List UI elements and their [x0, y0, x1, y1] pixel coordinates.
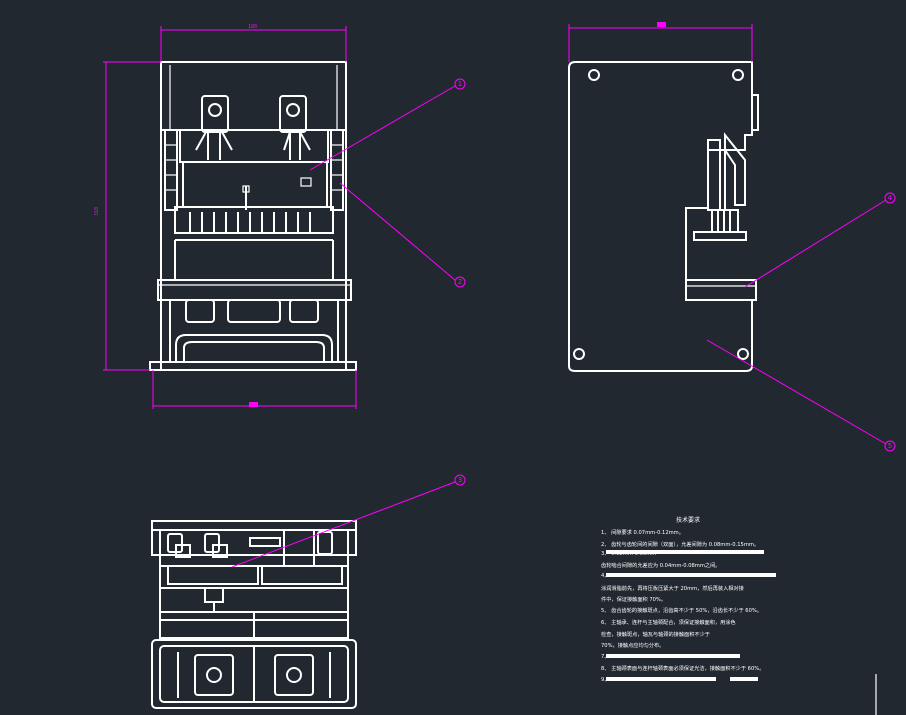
- balloon-3-label: 3: [458, 476, 462, 484]
- balloon-5[interactable]: 5: [884, 440, 896, 452]
- note-line: 3、 0.02mm-0.05mm: [601, 551, 656, 557]
- side-dimensions: [568, 22, 753, 62]
- balloon-2-label: 2: [458, 278, 462, 286]
- balloon-1-label: 1: [458, 80, 462, 88]
- front-dimensions: 180 310: [94, 24, 357, 409]
- technical-notes: 技术要求 1、 间隙要求 0.07mm-0.12mm。 2、 齿轮与齿轮间的间隙…: [601, 516, 776, 683]
- front-view: 180 310: [94, 24, 357, 409]
- note-redaction-bar: [606, 654, 740, 658]
- note-line: 4、 0.05mm: [601, 573, 633, 579]
- note-line: 1、 间隙要求 0.07mm-0.12mm。: [601, 528, 684, 536]
- balloon-3[interactable]: 3: [454, 474, 466, 486]
- balloon-4[interactable]: 4: [884, 192, 896, 204]
- front-base-dim-tag: [249, 402, 258, 407]
- side-width-dim-tag: [657, 22, 666, 27]
- note-line: 涂润滑脂前先，再将压板压紧大于 20mm，然后再装入相对接: [601, 584, 744, 592]
- note-line: 齿轮啮合间隙的允差应为 0.04mm-0.08mm之间。: [601, 561, 720, 569]
- top-view: [151, 520, 357, 709]
- note-line: 7、 60%: [601, 654, 623, 660]
- note-redaction-bar: [606, 550, 764, 554]
- note-redaction-bar: [606, 677, 716, 681]
- note-redaction-bar: [730, 677, 758, 681]
- note-line: 2、 齿轮与齿轮间的间隙（双面），允差间隙为 0.08mm-0.15mm。: [601, 540, 759, 548]
- balloon-2[interactable]: 2: [454, 276, 466, 288]
- note-line: 件中，保证接触面积 70%。: [601, 595, 666, 603]
- note-line: 70%，接触点应均匀分布。: [601, 641, 664, 649]
- note-line: 8、 主轴颈表面与连杆轴颈表面必须保证光洁，接触面积不少于 60%。: [601, 664, 764, 672]
- side-view: [568, 22, 759, 372]
- note-line: 检查，接触斑点，轴瓦与轴颈的接触面积不少于: [601, 630, 710, 638]
- front-height-dim: 310: [94, 207, 100, 216]
- leader-lines: [231, 85, 887, 568]
- front-width-dim: 180: [248, 24, 257, 30]
- note-line: 5、 齿合齿轮的接触斑点，沿齿高不少于 50%，沿齿长不少于 60%。: [601, 606, 762, 614]
- balloon-4-label: 4: [888, 194, 893, 202]
- notes-title: 技术要求: [676, 516, 700, 524]
- balloon-5-label: 5: [888, 442, 892, 450]
- note-redaction-bar: [606, 573, 776, 577]
- balloon-1[interactable]: 1: [454, 78, 466, 90]
- note-line: 9、 60% 60%: [601, 677, 636, 683]
- note-line: 6、 主轴承、连杆与主轴颈配合，须保证接触面积，用涂色: [601, 618, 736, 626]
